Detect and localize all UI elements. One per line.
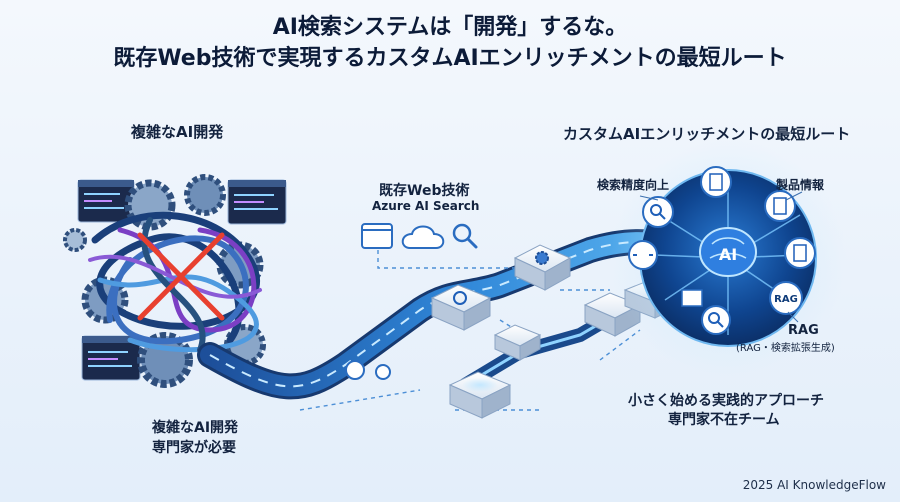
rag-subtitle: (RAG・検索拡張生成) xyxy=(736,343,835,354)
code-icon xyxy=(628,240,658,270)
gear-box xyxy=(513,244,572,291)
gear-icon xyxy=(63,228,87,252)
middle-subheading: Azure AI Search xyxy=(372,199,480,213)
rag-node-icon xyxy=(769,281,803,315)
footer-credit: 2025 AI KnowledgeFlow xyxy=(742,478,886,492)
hub-satellites xyxy=(628,166,816,335)
left-caption-2: 専門家が必要 xyxy=(152,440,236,456)
title-line-1: AI検索システムは「開発」するな。 xyxy=(272,15,628,40)
document-icon xyxy=(700,166,732,198)
brain-icon xyxy=(699,227,757,277)
approach-line-2: 専門家不在チーム xyxy=(668,412,780,428)
left-caption-1: 複雑なAI開発 xyxy=(152,420,239,436)
connector-box xyxy=(493,324,542,361)
glow-box xyxy=(448,371,512,419)
search-box xyxy=(430,284,492,331)
right-heading: カスタムAIエンリッチメントの最短ルート xyxy=(563,125,851,143)
code-window-icon xyxy=(227,179,287,225)
document-icon xyxy=(784,237,816,269)
document-icon xyxy=(764,190,796,222)
web-tech-icons xyxy=(361,223,478,249)
rag-badge: RAG xyxy=(774,294,798,305)
magnifier-icon xyxy=(452,223,472,243)
hub-ai-label: AI xyxy=(719,245,737,264)
cloud-search-icon xyxy=(401,225,445,249)
search-icon xyxy=(375,364,391,380)
left-heading: 複雑なAI開発 xyxy=(131,123,224,141)
gear-icon xyxy=(535,251,549,265)
leader-lines xyxy=(639,191,803,323)
gear-icon xyxy=(184,174,226,216)
complex-ai-cluster xyxy=(63,174,287,388)
middle-heading: 既存Web技術 xyxy=(379,183,470,199)
search-node-icon xyxy=(642,196,674,228)
search-node-icon xyxy=(701,305,731,335)
cloud-icon xyxy=(345,360,365,380)
node-product-label: 製品情報 xyxy=(776,178,825,192)
chart-icon xyxy=(681,289,703,307)
code-window-icon xyxy=(81,335,141,381)
node-search-label: 検索精度向上 xyxy=(597,178,670,192)
red-cross-icon xyxy=(137,232,225,321)
browser-window-icon xyxy=(361,223,393,249)
rag-label: RAG xyxy=(788,323,819,338)
approach-line-1: 小さく始める実践的アプローチ xyxy=(628,393,824,409)
title-line-2: 既存Web技術で実現するカスタムAIエンリッチメントの最短ルート xyxy=(113,46,787,71)
search-icon xyxy=(453,291,467,305)
code-window-icon xyxy=(77,179,135,223)
